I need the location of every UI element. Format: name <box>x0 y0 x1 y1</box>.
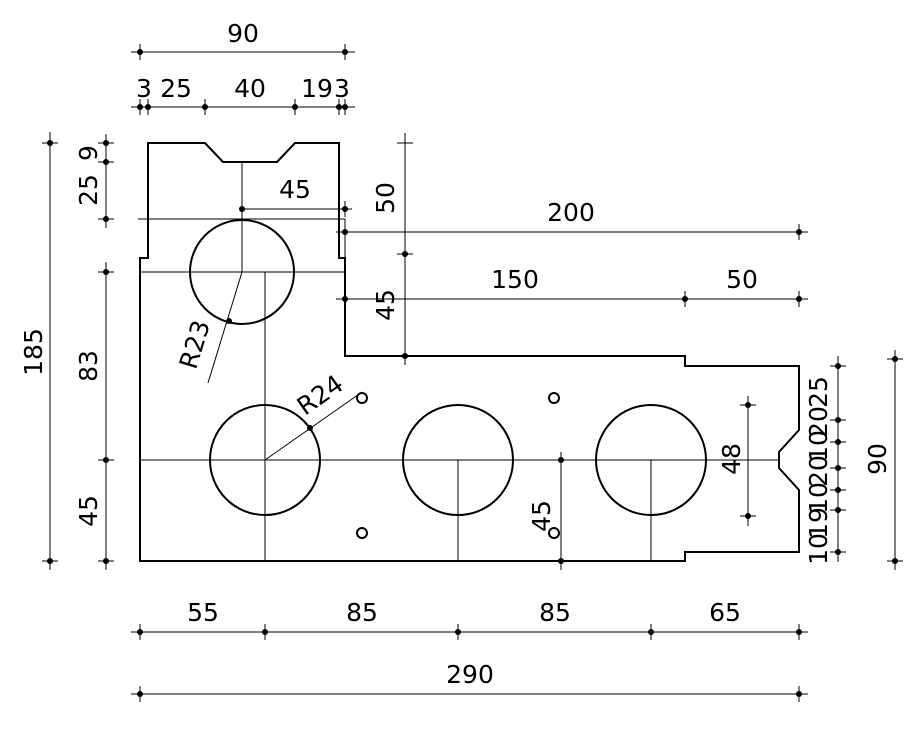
dim-left-total: 185 <box>19 328 48 376</box>
dim-top-seg-3: 40 <box>234 74 266 103</box>
part-outline <box>139 142 800 562</box>
dim-left-seg-bottom: 45 <box>74 495 103 527</box>
dim-left-seg-mid: 83 <box>74 350 103 382</box>
dim-top-seg-1: 3 <box>136 74 152 103</box>
dim-top-seg-2: 25 <box>160 74 192 103</box>
dim-right-seg-10b: 10 <box>804 482 833 514</box>
dim-bottom-seg-1: 55 <box>187 598 219 627</box>
dim-hole-pitch-45: 45 <box>527 500 556 532</box>
dim-vertical-50: 50 <box>371 182 400 214</box>
radius-leader-r23 <box>207 271 243 384</box>
dim-horizontal-200: 200 <box>547 198 595 227</box>
radius-leader-r24 <box>264 391 363 461</box>
slot-dimension-lines <box>553 396 756 570</box>
dim-center-45: 45 <box>279 175 311 204</box>
bottom-dimension-lines <box>131 624 808 702</box>
dim-top-total: 90 <box>227 19 259 48</box>
dim-left-seg-top-b: 25 <box>74 174 103 206</box>
dim-slot-48: 48 <box>717 443 746 475</box>
radius-label-r24: R24 <box>292 369 349 421</box>
radius-label-r23: R23 <box>174 317 216 373</box>
left-dimension-lines <box>42 132 114 570</box>
dim-right-seg-19: 19 <box>804 507 833 539</box>
small-hole-3 <box>356 527 368 539</box>
dim-top-seg-4: 19 <box>301 74 333 103</box>
dim-right-seg-20b: 20 <box>804 455 833 487</box>
dim-right-seg-25: 25 <box>804 376 833 408</box>
dim-bottom-seg-4: 65 <box>709 598 741 627</box>
dim-bottom-total: 290 <box>446 660 494 689</box>
construction-lines <box>138 162 779 561</box>
dim-top-seg-5: 3 <box>334 74 350 103</box>
small-hole-2 <box>548 392 560 404</box>
top-dimension-lines <box>131 44 355 115</box>
interior-dimension-lines <box>239 133 808 365</box>
small-hole-4 <box>548 527 560 539</box>
dim-right-seg-10c: 10 <box>804 533 833 565</box>
dim-right-total: 90 <box>863 443 892 475</box>
dim-vertical-45: 45 <box>371 289 400 321</box>
dim-horizontal-50: 50 <box>726 265 758 294</box>
dim-bottom-seg-2: 85 <box>346 598 378 627</box>
dim-right-seg-10a: 10 <box>804 430 833 462</box>
dim-horizontal-150: 150 <box>491 265 539 294</box>
small-hole-1 <box>356 392 368 404</box>
dim-right-seg-20a: 20 <box>804 406 833 438</box>
dim-left-seg-top-a: 9 <box>74 145 103 161</box>
right-dimension-lines <box>830 350 903 570</box>
dim-bottom-seg-3: 85 <box>539 598 571 627</box>
